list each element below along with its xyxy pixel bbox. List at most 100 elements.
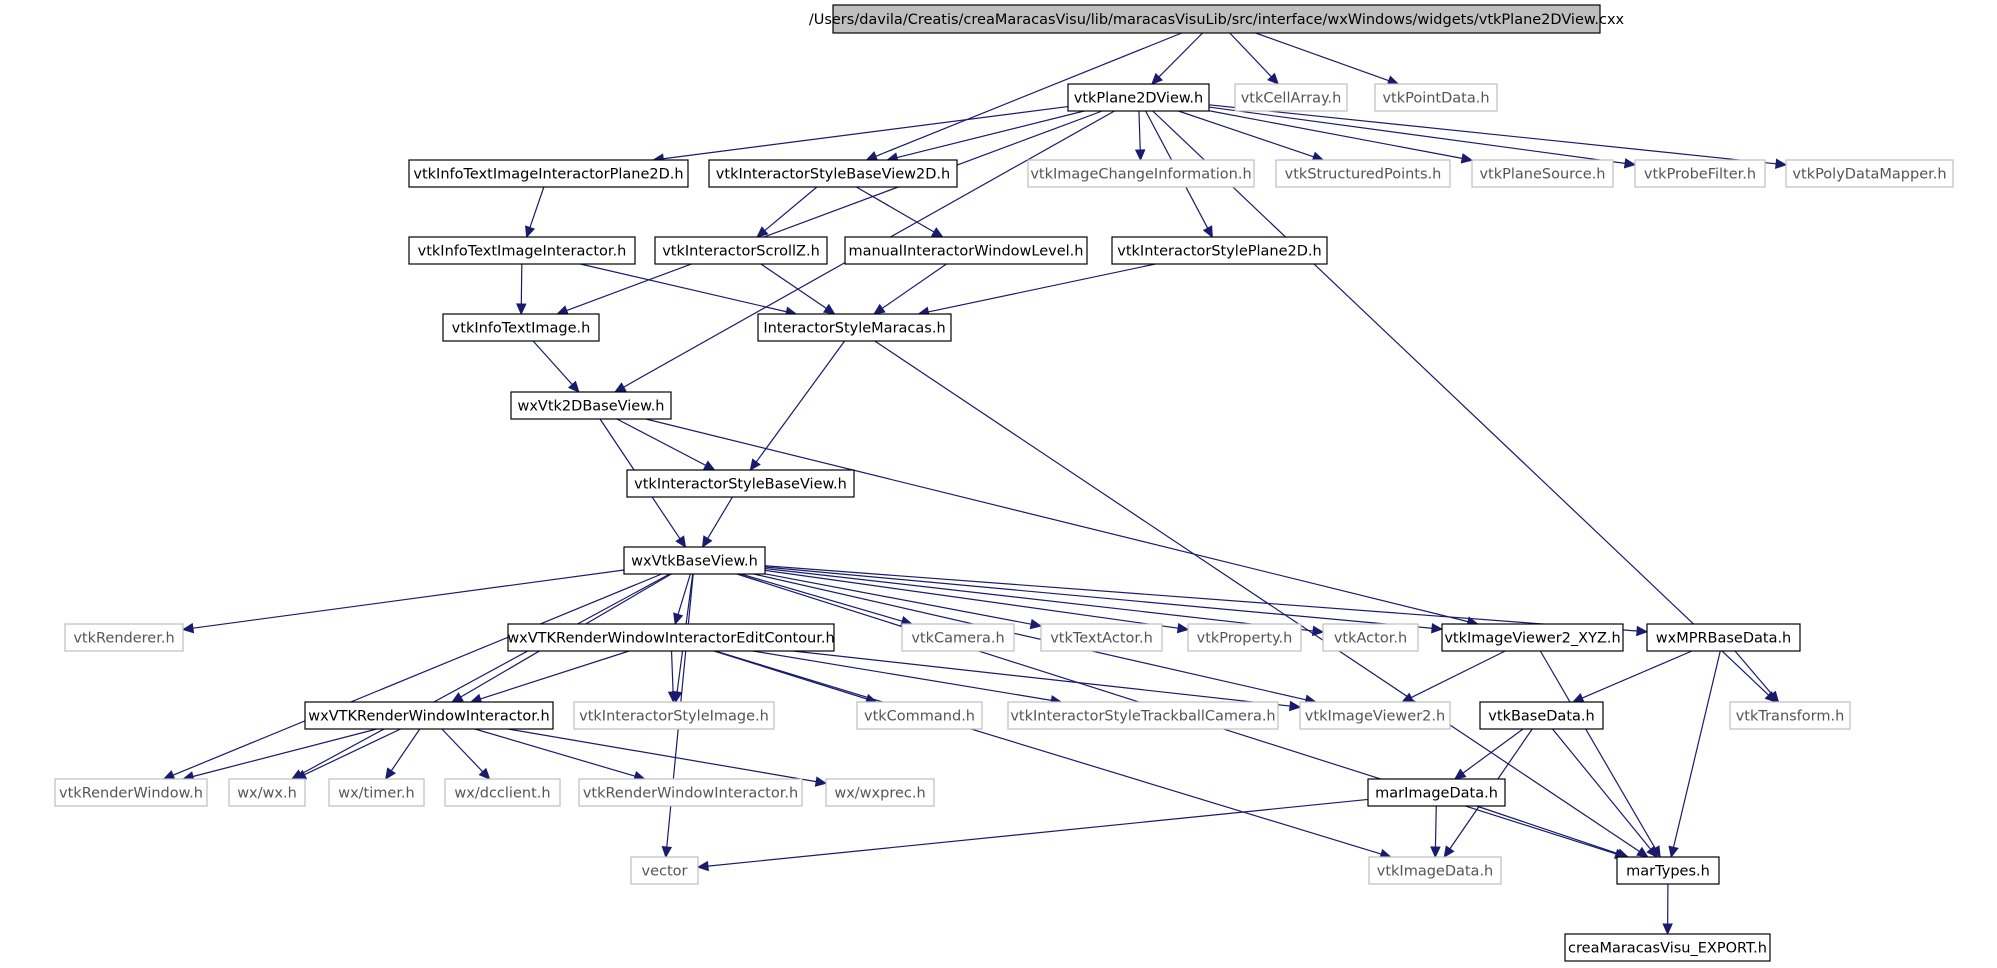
edge-wx-vtkrender-window-interactor-to-wxwxprec [507, 728, 828, 787]
arrowhead [749, 458, 761, 471]
node-crea-maracas-visu-export[interactable]: creaMaracasVisu_EXPORT.h [1564, 933, 1771, 962]
node-vtk-structured-points: vtkStructuredPoints.h [1275, 159, 1451, 188]
node-vtk-renderer: vtkRenderer.h [64, 623, 184, 652]
edge-line [300, 573, 670, 775]
node-vtk-text-actor: vtkTextActor.h [1040, 623, 1163, 652]
node-box [757, 313, 952, 342]
edge-line [1229, 32, 1272, 78]
node-vtk-info-text-image-interactor[interactable]: vtkInfoTextImageInteractor.h [408, 236, 636, 265]
edge-line [1152, 110, 1769, 696]
node-label: vtkPolyDataMapper.h [1792, 167, 1946, 183]
arrowhead [1288, 700, 1302, 712]
node-label: vtkImageData.h [1377, 864, 1494, 880]
edge-line [760, 263, 827, 309]
node-box [1007, 701, 1279, 730]
edge-mar-image-data-to-vector [696, 798, 1369, 872]
node-box [304, 701, 554, 730]
node-box [832, 4, 1601, 34]
node-box [64, 623, 184, 652]
node-label: vtkProperty.h [1197, 631, 1293, 647]
edge-line [1581, 650, 1693, 699]
edge-wx-vtkrender-window-interactor-to-vtk-render-window-interactor [474, 728, 646, 782]
node-label: wx/wx.h [237, 786, 297, 802]
nodes-layer: /Users/davila/Creatis/creaMaracasVisu/li… [54, 4, 1954, 962]
node-label: marTypes.h [1626, 864, 1710, 880]
node-vtk-interactor-scroll-z[interactable]: vtkInteractorScrollZ.h [654, 236, 828, 265]
node-box [1040, 623, 1163, 652]
node-box [626, 469, 855, 498]
node-vtk-interactor-style-image: vtkInteractorStyleImage.h [573, 701, 775, 730]
node-manual-interactor-window-level[interactable]: manualInteractorWindowLevel.h [844, 236, 1088, 265]
node-box [1275, 159, 1451, 188]
node-vtk-interactor-style-plane2-d[interactable]: vtkInteractorStylePlane2D.h [1111, 236, 1328, 265]
node-wx-vtk-base-view[interactable]: wxVtkBaseView.h [623, 546, 766, 575]
edge-vtk-base-data-to-mar-image-data [1453, 728, 1524, 780]
node-label: vtkInfoTextImageInteractorPlane2D.h [413, 167, 683, 183]
node-box [1322, 623, 1419, 652]
arrowhead [702, 460, 716, 471]
node-wx-vtkrender-window-interactor-edit-contour[interactable]: wxVTKRenderWindowInteractorEditContour.h [507, 623, 835, 652]
edge-vtk-interactor-style-base-view2-d-to-manual-interactor-window-level [856, 186, 944, 238]
node-label: vtkInteractorScrollZ.h [662, 244, 820, 260]
node-vtk-plane2-dview[interactable]: vtkPlane2DView.h [1067, 83, 1210, 112]
edge-vtk-plane2-dview-to-vtk-plane-source [1208, 110, 1474, 164]
arrowhead [1430, 846, 1441, 859]
node-label: manualInteractorWindowLevel.h [849, 244, 1084, 260]
edge-interactor-style-maracas-to-mar-types [874, 340, 1649, 858]
edge-wx-vtkrender-window-interactor-edit-contour-to-vtk-image-data [715, 650, 1392, 859]
arrowhead [1453, 768, 1467, 780]
node-vtk-base-data[interactable]: vtkBaseData.h [1479, 701, 1604, 730]
edge-line [928, 263, 1156, 313]
node-wx-vtkrender-window-interactor[interactable]: wxVTKRenderWindowInteractor.h [304, 701, 554, 730]
node-root[interactable]: /Users/davila/Creatis/creaMaracasVisu/li… [809, 4, 1625, 34]
arrowhead [930, 227, 944, 238]
edge-wx-vtk-base-view-to-vtk-render-window [162, 573, 662, 780]
edge-line [764, 567, 1314, 632]
node-wx-mprbase-data[interactable]: wxMPRBaseData.h [1646, 623, 1801, 652]
node-vtk-info-text-image-interactor-plane2-d[interactable]: vtkInfoTextImageInteractorPlane2D.h [408, 159, 689, 188]
node-box [1634, 159, 1766, 188]
edge-line [874, 340, 1640, 852]
edge-line [755, 340, 846, 463]
node-interactor-style-maracas[interactable]: InteractorStyleMaracas.h [757, 313, 952, 342]
edge-line [507, 728, 817, 783]
arrowhead [1623, 158, 1637, 169]
edge-line [645, 418, 1469, 623]
edge-line [1462, 728, 1524, 774]
node-label: marImageData.h [1375, 786, 1498, 802]
edge-line [441, 728, 484, 773]
arrowhead [1202, 225, 1213, 239]
node-box [856, 701, 983, 730]
node-box [1564, 933, 1771, 962]
node-label: vtkTextActor.h [1050, 631, 1153, 647]
edge-line [753, 573, 1307, 701]
arrowhead [756, 226, 769, 238]
edge-line [474, 728, 636, 777]
arrowhead [673, 612, 684, 626]
node-box [1616, 856, 1720, 885]
edge-line [1208, 110, 1463, 159]
node-vtk-interactor-style-base-view[interactable]: vtkInteractorStyleBaseView.h [626, 469, 855, 498]
edge-line [616, 418, 707, 466]
edge-wx-vtkrender-window-interactor-to-vtk-render-window [182, 728, 377, 782]
edge-vtk-info-text-image-interactor-to-vtk-info-text-image [516, 263, 527, 316]
arrowhead [822, 303, 836, 315]
edge-wx-mprbase-data-to-vtk-base-data [1571, 650, 1693, 703]
node-label: wxMPRBaseData.h [1656, 631, 1792, 647]
edge-wx-vtkrender-window-interactor-to-wxdcclient [441, 728, 491, 780]
node-label: vtkCellArray.h [1241, 91, 1342, 107]
node-wx-vtk2-dbase-view[interactable]: wxVtk2DBaseView.h [510, 391, 672, 420]
node-mar-types[interactable]: marTypes.h [1616, 856, 1720, 885]
node-vtk-image-viewer2-xyz[interactable]: vtkImageViewer2_XYZ.h [1441, 623, 1624, 652]
node-vtk-interactor-style-base-view2-d[interactable]: vtkInteractorStyleBaseView2D.h [708, 159, 958, 188]
node-label: vtkInteractorStylePlane2D.h [1117, 244, 1321, 260]
node-box [623, 546, 766, 575]
arrowhead [567, 380, 580, 393]
arrowhead [1443, 845, 1455, 859]
node-vtk-info-text-image[interactable]: vtkInfoTextImage.h [442, 313, 600, 342]
edge-line [875, 32, 1182, 157]
node-label: vtkProbeFilter.h [1644, 167, 1756, 183]
node-label: vtkPlane2DView.h [1074, 91, 1203, 107]
node-mar-image-data[interactable]: marImageData.h [1367, 778, 1506, 807]
